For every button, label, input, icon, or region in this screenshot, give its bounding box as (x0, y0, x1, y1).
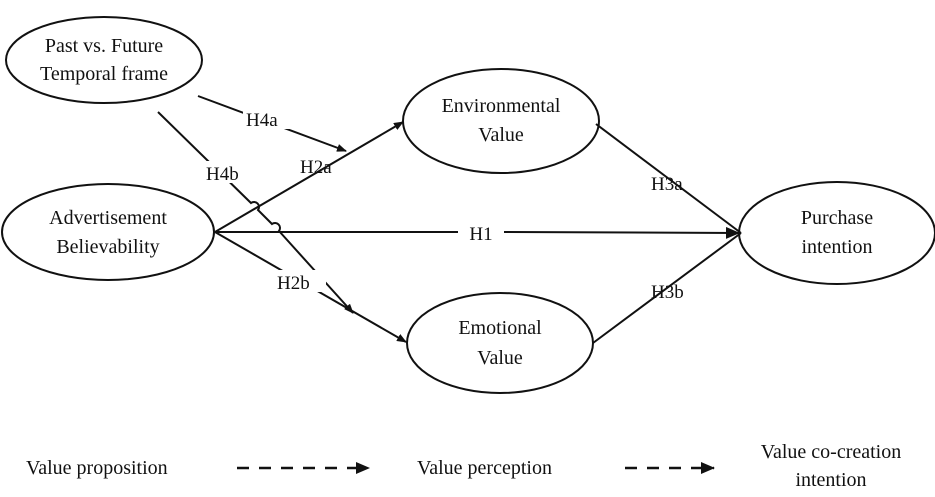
node-advertisement-believability: Advertisement Believability (1, 183, 215, 281)
edge-label-h4b: H4b (206, 164, 239, 185)
edge-h2a (214, 121, 404, 233)
node-temporal-frame: Past vs. Future Temporal frame (5, 16, 203, 104)
node-advertisement-believability-line2: Believability (56, 236, 159, 258)
node-advertisement-believability-line1: Advertisement (49, 207, 167, 229)
edge-label-h3a: H3a (651, 174, 683, 195)
edge-label-h2b: H2b (277, 273, 310, 294)
node-purchase-intention-line1: Purchase (801, 207, 873, 229)
node-environmental-value: Environmental Value (402, 68, 600, 174)
legend-value-co-creation-line2: intention (795, 469, 866, 491)
legend: Value proposition Value perception Value… (26, 441, 901, 491)
legend-value-proposition: Value proposition (26, 457, 168, 479)
node-environmental-value-line1: Environmental (442, 95, 561, 117)
edge-label-h2a: H2a (300, 157, 332, 178)
node-temporal-frame-line2: Temporal frame (40, 63, 168, 85)
node-emotional-value-line1: Emotional (458, 317, 542, 339)
edge-label-h1: H1 (469, 224, 492, 245)
legend-value-co-creation-line1: Value co-creation (761, 441, 901, 463)
node-purchase-intention-line2: intention (801, 236, 872, 258)
edge-h1 (215, 226, 740, 239)
node-emotional-value: Emotional Value (406, 292, 594, 394)
node-environmental-value-line2: Value (478, 124, 524, 146)
edge-h3b (592, 232, 742, 344)
legend-value-perception: Value perception (417, 457, 552, 479)
node-temporal-frame-line1: Past vs. Future (45, 35, 163, 57)
edge-label-h3b: H3b (651, 282, 684, 303)
edge-h4b (157, 111, 354, 314)
edge-h3a (595, 123, 742, 234)
edge-label-h4a: H4a (246, 110, 278, 131)
node-purchase-intention: Purchase intention (738, 181, 935, 285)
node-emotional-value-line2: Value (477, 347, 523, 369)
